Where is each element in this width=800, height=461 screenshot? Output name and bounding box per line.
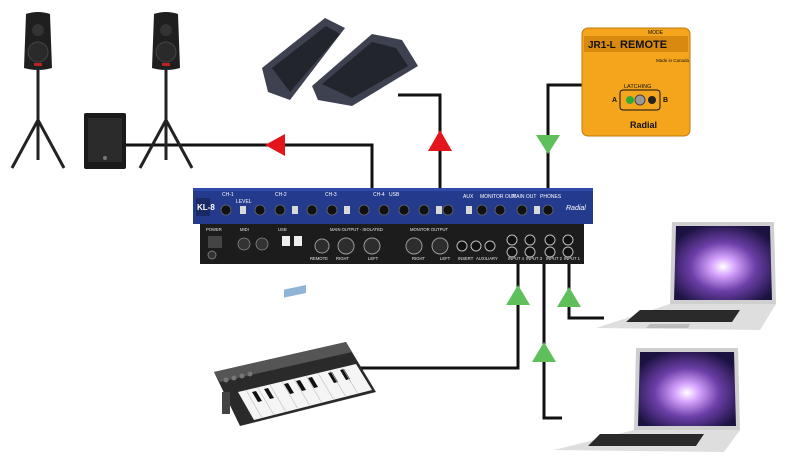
- remote-title: REMOTE: [620, 39, 667, 51]
- channel-label-3: CH-3: [325, 192, 337, 198]
- channel-label-1: CH-1: [222, 192, 234, 198]
- remote-made-in: Made in Canada: [656, 58, 690, 63]
- main-left-label: LEFT: [368, 256, 379, 261]
- aux-label: AUX: [463, 194, 474, 200]
- cable-laptop-lower-to-mixer: [542, 262, 562, 420]
- knob: [326, 204, 338, 216]
- remote-led-a: [626, 96, 634, 104]
- remote-button-b: B: [663, 97, 668, 104]
- laptop-lower: [554, 348, 740, 452]
- knob: [476, 204, 488, 216]
- phones-label: PHONES: [540, 194, 562, 200]
- stage-monitor-left: [262, 18, 345, 100]
- monitor-left-label: LEFT: [440, 256, 451, 261]
- channel-label-2: CH-2: [275, 192, 287, 198]
- insert-label: INSERT: [458, 256, 474, 261]
- input-3-label: INPUT 3: [526, 256, 543, 261]
- midi-label: MIDI: [240, 227, 249, 232]
- cable-laptop-upper-to-mixer: [567, 262, 604, 320]
- remote-mode-label: MODE: [648, 30, 664, 36]
- power-inlet: [207, 236, 222, 260]
- front-brand: Radial: [566, 205, 586, 212]
- output-arrow-to-monitors: [428, 130, 452, 151]
- remote-footswitch: [634, 94, 646, 106]
- knob: [418, 204, 430, 216]
- knob: [254, 204, 266, 216]
- monitor-right-label: RIGHT: [412, 256, 425, 261]
- midi-keyboard: [214, 284, 376, 426]
- level-label: LEVEL: [236, 199, 252, 205]
- knob: [220, 204, 232, 216]
- channel-label-4: CH-4: [373, 192, 385, 198]
- main-right-label: RIGHT: [336, 256, 349, 261]
- remote-button-a: A: [612, 97, 617, 104]
- input-1-label: INPUT 1: [564, 256, 581, 261]
- subwoofer: [84, 113, 126, 169]
- main-out-label: MAIN OUT: [512, 194, 536, 200]
- pa-speaker-left: [10, 12, 66, 169]
- mixer-model: KL-8: [197, 203, 215, 212]
- knob: [398, 204, 410, 216]
- main-output-label: MAIN OUTPUT - ISOLATED: [330, 227, 383, 232]
- output-arrow-to-speakers: [265, 134, 285, 156]
- usb-rear-label: USB: [278, 227, 287, 232]
- cable-main-to-speakers: [106, 128, 374, 188]
- usb-front-label: USB: [389, 192, 400, 198]
- xlr-jacks: [314, 237, 449, 255]
- input-arrow-from-laptop-upper: [557, 287, 581, 307]
- remote-jack-label: REMOTE: [310, 256, 328, 261]
- stage-monitor-right: [312, 34, 418, 106]
- mixer-front-panel: KL-8 CH-1 CH-2 CH-3 CH-4 USB AUX MONITOR…: [193, 188, 593, 224]
- keyboard-display: [284, 284, 306, 298]
- knob: [358, 204, 370, 216]
- power-label: POWER: [206, 227, 222, 232]
- quarter-inch-jacks: [456, 234, 574, 258]
- remote-brand: Radial: [630, 120, 657, 130]
- knob: [542, 204, 554, 216]
- front-switches: [240, 206, 540, 214]
- input-4-label: INPUT 4: [508, 256, 525, 261]
- knob: [516, 204, 528, 216]
- remote-led-b: [648, 96, 656, 104]
- arrows: [265, 130, 581, 362]
- monitor-output-label: MONITOR OUTPUT: [410, 227, 449, 232]
- auxiliary-label: AUXILIARY: [476, 256, 498, 261]
- midi-ports: [237, 237, 269, 251]
- remote-latching-label: LATCHING: [624, 84, 651, 90]
- input-arrow-from-laptop-lower: [532, 342, 556, 362]
- monitor-out-label: MONITOR OUT: [480, 194, 515, 200]
- mixer-rear-panel: POWER MIDI USB REMOTE MAIN OUTPUT - ISOL…: [200, 224, 584, 264]
- usb-ports: [282, 236, 302, 246]
- knob: [274, 204, 286, 216]
- knob: [378, 204, 390, 216]
- cable-monitor-to-wedges: [398, 93, 442, 188]
- knob: [494, 204, 506, 216]
- remote-model: JR1-L: [588, 40, 616, 51]
- channel-strips: CH-1 CH-2 CH-3 CH-4 USB AUX MONITOR OUT …: [222, 192, 562, 205]
- cable-keyboard-to-mixer: [352, 262, 520, 370]
- laptop-upper: [596, 222, 776, 330]
- front-knobs: [220, 204, 554, 216]
- knob: [442, 204, 454, 216]
- pa-speaker-right: [138, 12, 194, 169]
- jr1-remote: JR1-L REMOTE MODE Made in Canada LATCHIN…: [581, 27, 691, 137]
- input-2-label: INPUT 2: [546, 256, 563, 261]
- input-arrow-from-remote: [536, 135, 560, 154]
- input-arrow-from-keyboard: [506, 285, 530, 305]
- knob: [306, 204, 318, 216]
